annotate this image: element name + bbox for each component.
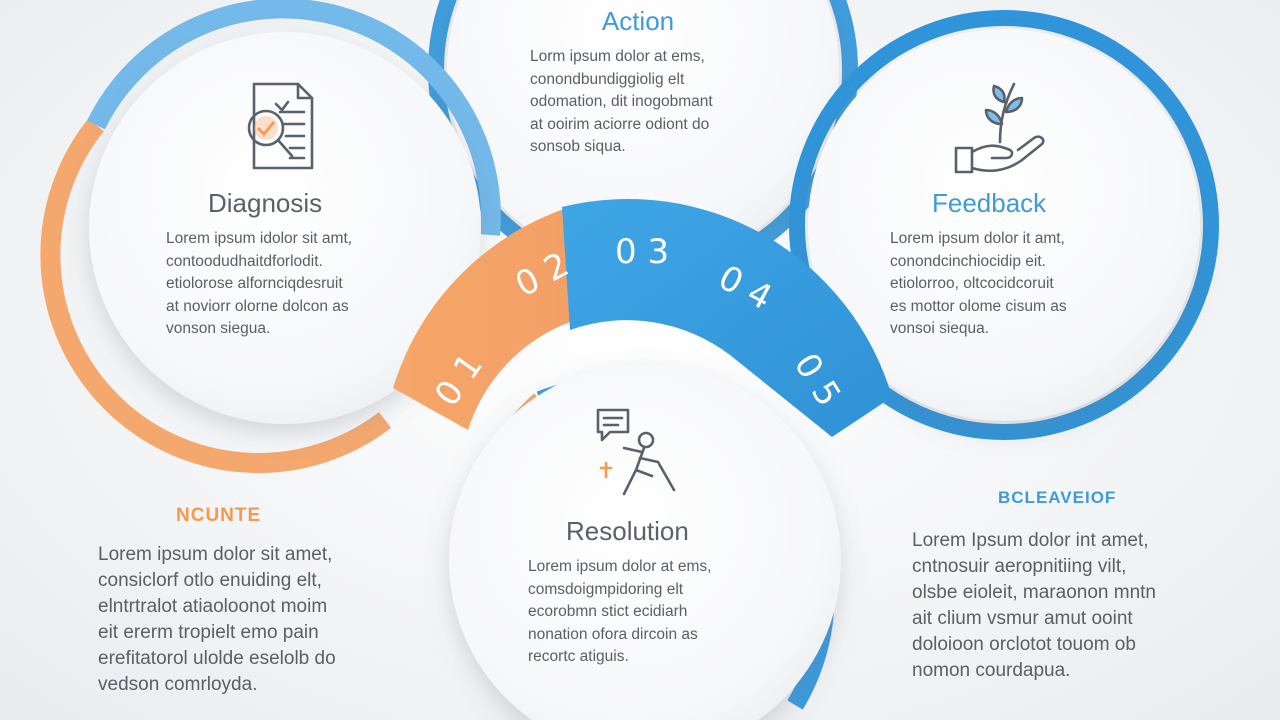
left-note-line: erefitatorol ulolde eselolb do <box>98 648 336 669</box>
resolution-line: comsdoigmpidoring elt <box>528 580 684 598</box>
action-disc <box>447 0 839 266</box>
resolution-disc <box>449 364 841 720</box>
person-chat-icon <box>596 408 676 496</box>
diagnosis-ring-blue <box>87 0 501 236</box>
arc-blue-segment <box>562 198 892 437</box>
right-note-line: nomon courdapua. <box>912 660 1071 681</box>
feedback-disc <box>808 29 1200 421</box>
diagnosis-line: contoodudhaitdforlodit. <box>166 252 323 270</box>
resolution-line: recortc atiguis. <box>528 648 629 665</box>
diagnosis-body: Lorem ipsum idolor sit amt, contoodudhai… <box>166 228 352 341</box>
feedback-line: vonsoi siequa. <box>890 320 990 337</box>
right-note-line: ait clium vsmur amut ooint <box>912 608 1133 629</box>
feedback-line: es mottor olome cisum as <box>890 297 1067 315</box>
resolution-line: Lorem ipsum dolor at ems, <box>528 558 712 575</box>
diagnosis-ring-orange <box>40 118 392 473</box>
action-line: at ooirim aciorre odiont do <box>530 115 710 133</box>
action-line: sonsob siqua. <box>530 138 626 155</box>
feedback-line: etiolorroo, oltcocidcoruit <box>890 275 1054 292</box>
resolution-line: ecorobmn stict ecidiarh <box>528 603 688 620</box>
left-note-line: elntrtralot atiaoloonot moim <box>98 596 328 617</box>
resolution-circle <box>449 364 841 720</box>
diagnosis-circle <box>40 0 501 473</box>
action-body: Lorm ipsum dolor at ems, conondbundiggio… <box>530 46 713 159</box>
action-line: conondbundiggiolig elt <box>530 70 685 88</box>
feedback-ring <box>789 10 1219 440</box>
diagnosis-line: etiolorose alfornciqdesruit <box>166 275 343 292</box>
hand-plant-icon <box>954 82 1045 174</box>
right-note-line: cntnosuir aeropnitiing vilt, <box>912 556 1127 577</box>
action-title: Action <box>601 6 675 36</box>
right-note-line: olsbe eioleit, maraonon mntn <box>912 582 1156 603</box>
resolution-title: Resolution <box>566 516 689 546</box>
feedback-title: Feedback <box>932 188 1047 218</box>
diagnosis-disc <box>89 32 481 424</box>
feedback-line: conondcinchiocidip eit. <box>890 252 1046 270</box>
left-note-heading: NCUNTE <box>176 505 262 526</box>
right-note-body: Lorem Ipsum dolor int amet, cntnosuir ae… <box>912 528 1156 684</box>
feedback-body: Lorem ipsum dolor it amt, conondcinchioc… <box>890 228 1067 341</box>
right-note-heading: BCLEAVEIOF <box>998 488 1117 507</box>
resolution-body: Lorem ipsum dolor at ems, comsdoigmpidor… <box>528 556 712 669</box>
feedback-line: Lorem ipsum dolor it amt, <box>890 230 1065 247</box>
diagnosis-line: vonson siegua. <box>166 320 271 337</box>
arc-orange-segment <box>393 205 576 430</box>
action-line: Lorm ipsum dolor at ems, <box>530 48 705 65</box>
diagnosis-line: at noviorr olorne dolcon as <box>166 297 349 315</box>
resolution-line: nonation ofora dircoin as <box>528 625 698 643</box>
diagnosis-line: Lorem ipsum idolor sit amt, <box>166 230 353 247</box>
action-line: odomation, dit inogobmant <box>530 93 713 110</box>
left-note-line: consiclorf otlo enuiding elt, <box>98 570 322 591</box>
left-note-line: vedson comrloyda. <box>98 674 258 695</box>
feedback-circle <box>789 10 1219 440</box>
step-number-3: 0 3 <box>615 232 670 272</box>
diagnosis-title: Diagnosis <box>208 188 323 218</box>
right-note-line: doloioon orclotot touom ob <box>912 634 1136 655</box>
left-note-body: Lorem ipsum dolor sit amet, consiclorf o… <box>98 542 336 698</box>
document-magnifier-icon <box>247 82 314 170</box>
left-note-line: Lorem ipsum dolor sit amet, <box>98 544 333 565</box>
number-arc-band <box>393 198 892 437</box>
right-note-line: Lorem Ipsum dolor int amet, <box>912 530 1149 551</box>
left-note-line: eit ererm tropielt emo pain <box>98 622 319 643</box>
